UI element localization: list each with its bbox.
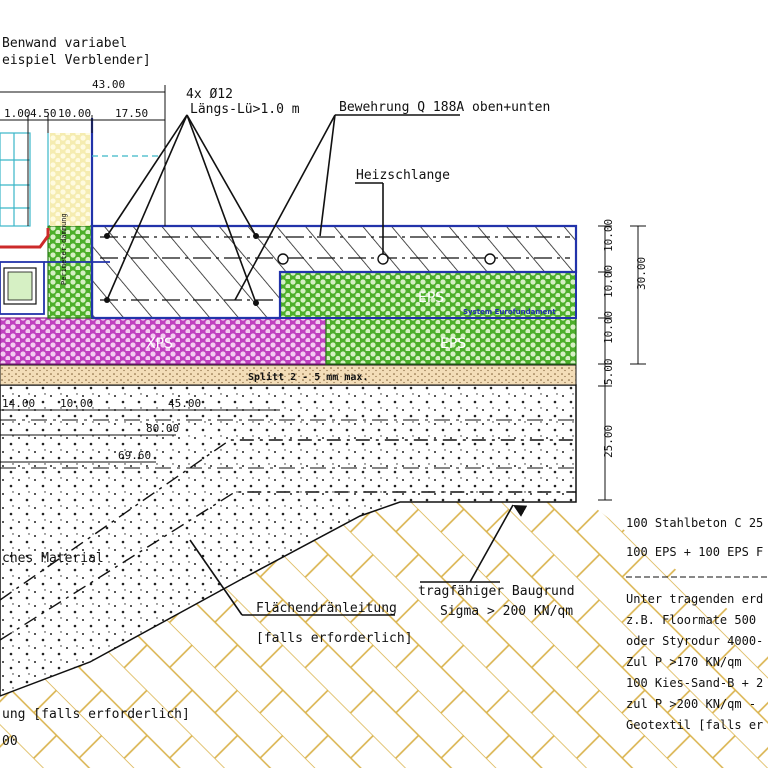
ring-beam — [0, 261, 45, 315]
note-right-9: Geotextil [falls er — [626, 718, 763, 732]
slope-line-2 — [0, 491, 576, 641]
heizschlange-pipe — [377, 253, 389, 265]
label-rebar: 4x Ø12 — [186, 87, 233, 102]
dim-top-2: 4.50 — [30, 107, 57, 120]
dim-right-d: 5.00 — [602, 359, 615, 386]
label-bewehrung: Bewehrung Q 188A oben+unten — [339, 100, 550, 115]
dim-lower-a: 14.00 — [2, 397, 35, 410]
dim-top-4: 17.50 — [115, 107, 148, 120]
note-right-7: 100 Kies-Sand-B + 2 — [626, 676, 763, 690]
label-drain-note: [falls erforderlich] — [256, 631, 413, 646]
leader-lines — [106, 114, 528, 616]
dim-lower-b: 10.00 — [60, 397, 93, 410]
label-perimeter: Perimeter-dämmung — [60, 213, 68, 285]
label-system: System Eurofundament — [463, 308, 556, 316]
lower-dimension-chain — [0, 409, 280, 463]
dim-top-1: 1.00 — [4, 107, 31, 120]
eps-lower-layer — [325, 317, 577, 365]
dim-total-top: 43.00 — [92, 78, 125, 91]
rebar-bar — [253, 300, 259, 306]
label-splitt: Splitt 2 - 5 mm max. — [248, 371, 368, 383]
layer-eps-upper: EPS — [418, 290, 444, 306]
note-right-5: oder Styrodur 4000- — [626, 634, 763, 648]
note-right-8: zul P >200 KN/qm - — [626, 697, 756, 711]
dim-right-c: 10.00 — [602, 311, 615, 344]
damp-proof-course — [0, 228, 50, 249]
dim-lower-d: 80.00 — [146, 422, 179, 435]
dim-right-total: 30.00 — [635, 257, 648, 290]
note-right-1: 100 Stahlbeton C 25 — [626, 516, 763, 530]
gravel-subbase — [0, 384, 577, 697]
dim-right-e: 25.00 — [602, 425, 615, 458]
splitt-layer — [0, 364, 577, 386]
heizschlange-pipe — [277, 253, 289, 265]
note-wall-variable: Benwand variabel — [2, 36, 127, 51]
heizschlange-pipe — [484, 253, 496, 265]
label-material: ches Material — [2, 551, 104, 566]
layer-eps-lower: EPS — [440, 336, 466, 352]
label-sigma: Sigma > 200 KN/qm — [440, 604, 573, 619]
dim-right-b: 10.00 — [602, 265, 615, 298]
top-dimension-chain — [0, 85, 166, 226]
dim-right-a: 10.00 — [602, 219, 615, 252]
label-bottom-left-2: 00 — [2, 734, 18, 749]
slope-line-1 — [0, 439, 576, 601]
label-rebar-length: Längs-Lü>1.0 m — [190, 102, 300, 117]
note-right-2: 100 EPS + 100 EPS F — [626, 545, 763, 559]
label-heizschlange: Heizschlange — [356, 168, 450, 183]
right-dimension-chain — [598, 225, 646, 501]
note-right-6: Zul P >170 KN/qm — [626, 655, 742, 669]
layer-xps: XPS — [146, 336, 173, 352]
baugrund-area — [0, 500, 768, 768]
ring-beam-inner — [7, 271, 33, 301]
label-baugrund: tragfähiger Baugrund — [418, 584, 575, 599]
label-drain: Flächendränleitung — [256, 601, 397, 616]
dim-lower-c: 45.00 — [168, 397, 201, 410]
note-right-4: z.B. Floormate 500 — [626, 613, 756, 627]
note-right-3: Unter tragenden erd — [626, 592, 763, 606]
note-wall-example: eispiel Verblender] — [2, 53, 151, 68]
label-bottom-left: ung [falls erforderlich] — [2, 707, 190, 722]
dim-lower-e: 69.60 — [118, 449, 151, 462]
wall-insulation — [50, 133, 90, 226]
perimeter-insulation — [47, 225, 93, 319]
dim-top-3: 10.00 — [58, 107, 91, 120]
wall-grid — [0, 132, 160, 227]
